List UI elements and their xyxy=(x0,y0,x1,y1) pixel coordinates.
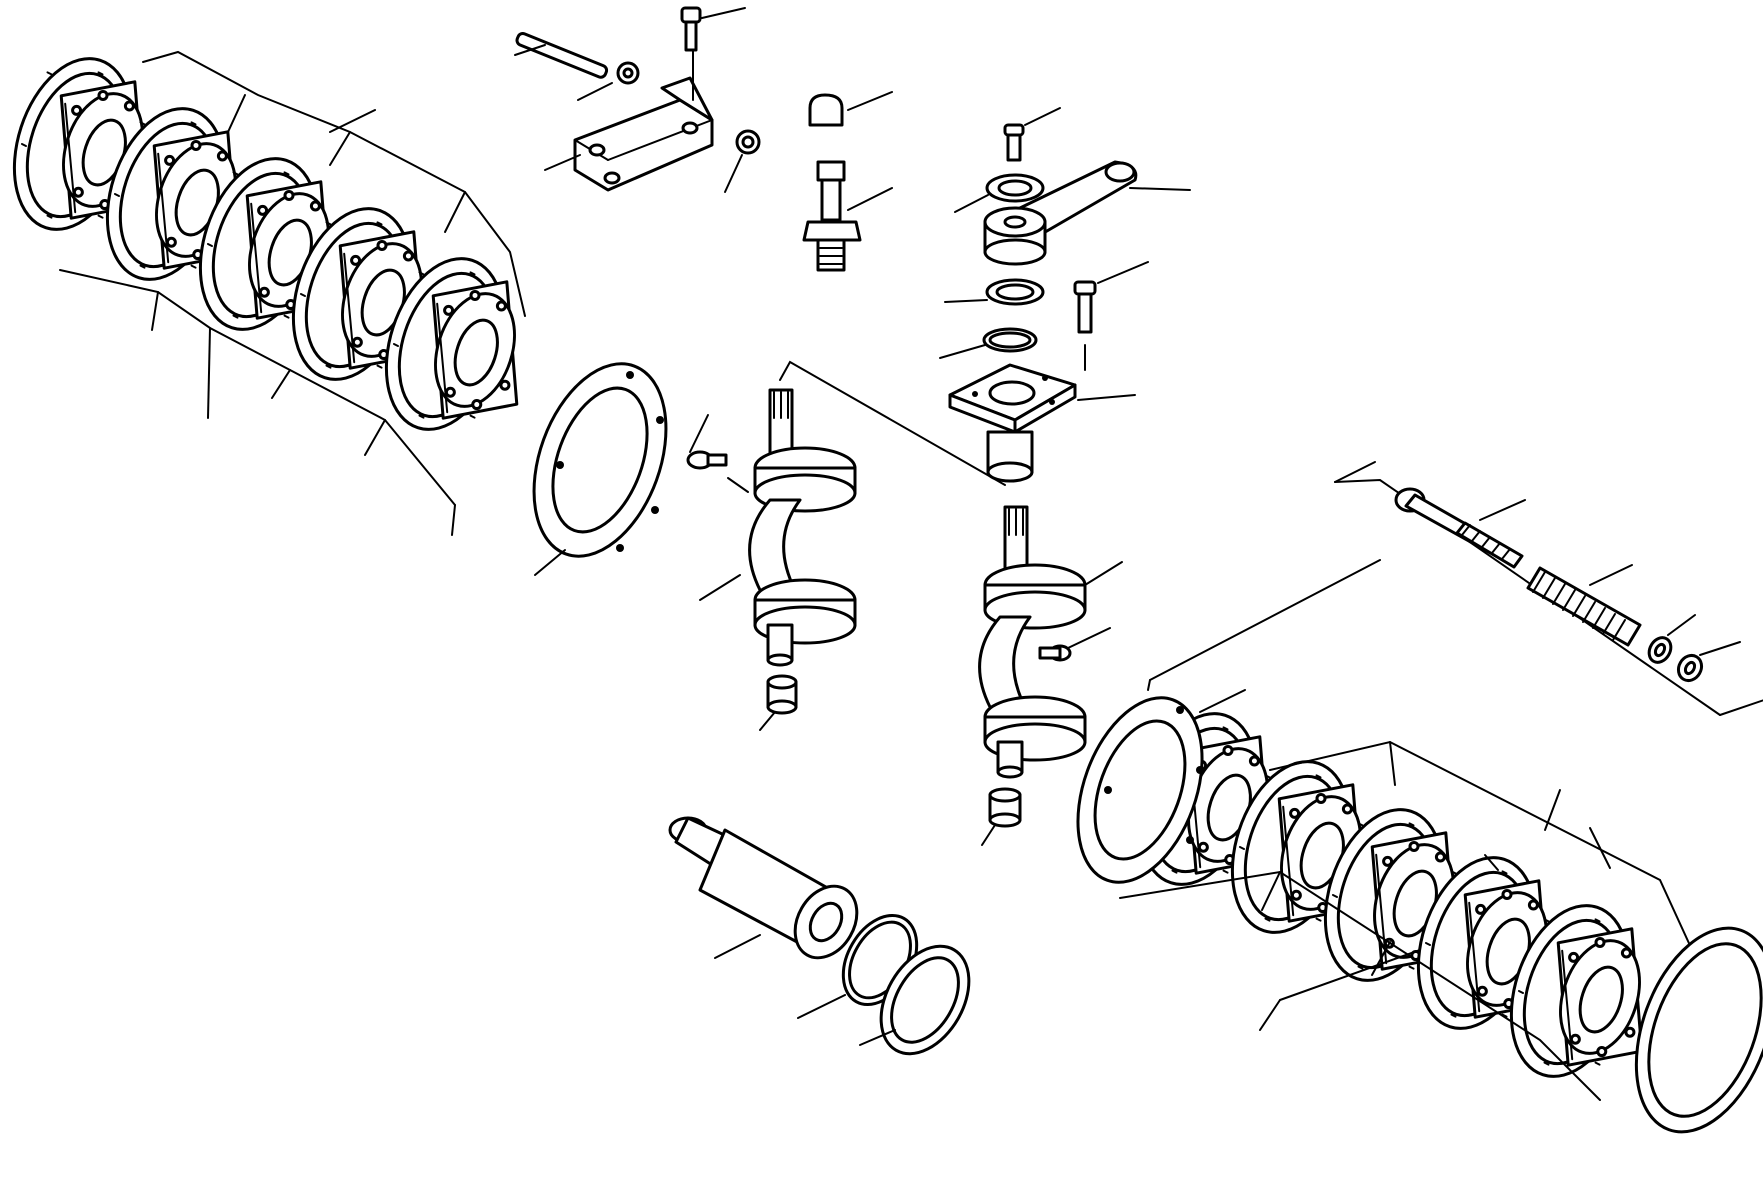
right-cam-shaft xyxy=(978,505,1123,779)
cam-outline-line xyxy=(779,360,1006,486)
nut-spring xyxy=(1676,641,1741,683)
screw-lever-top xyxy=(1003,107,1061,162)
bolt-flange xyxy=(1073,261,1149,371)
bracket-plate xyxy=(544,49,714,192)
lever-arm xyxy=(983,160,1191,266)
o-ring-lever xyxy=(939,327,1038,359)
piston xyxy=(668,816,859,960)
nut-top-left xyxy=(577,61,640,101)
right-pack-outline-lines xyxy=(1119,559,1716,1101)
bushing-right-cam xyxy=(981,787,1022,846)
spring xyxy=(1526,564,1642,647)
bushing-left-cam xyxy=(759,674,798,731)
right-brake-disc-pack xyxy=(1137,712,1644,1078)
flange-housing xyxy=(948,363,1136,483)
seal-upper xyxy=(954,173,1045,213)
grease-fitting-right xyxy=(1038,627,1111,662)
left-cam-shaft xyxy=(699,388,857,667)
left-pack-steel-plate-5 xyxy=(431,280,519,420)
final-friction-disc-right xyxy=(1634,926,1763,1134)
left-pack-outline-lines xyxy=(59,50,526,536)
left-pack-steel-plate-2 xyxy=(152,130,240,270)
separator-plate-left xyxy=(532,362,668,576)
cap-screw-top xyxy=(680,6,746,52)
dust-cap xyxy=(808,91,893,127)
bleeder-screw xyxy=(802,160,893,272)
nut-bracket-right xyxy=(724,129,761,193)
washer-spring xyxy=(1647,614,1696,664)
bushing-lever xyxy=(944,278,1045,306)
return-spring-set xyxy=(1334,461,1763,716)
left-brake-disc-pack xyxy=(12,57,519,431)
adjuster-rod xyxy=(514,32,609,79)
right-pack-steel-plate-5 xyxy=(1556,927,1644,1067)
grease-fitting-left xyxy=(686,414,749,493)
separator-plate-right xyxy=(1076,689,1246,884)
long-bolt xyxy=(1394,487,1526,569)
backup-ring-piston xyxy=(859,944,971,1056)
